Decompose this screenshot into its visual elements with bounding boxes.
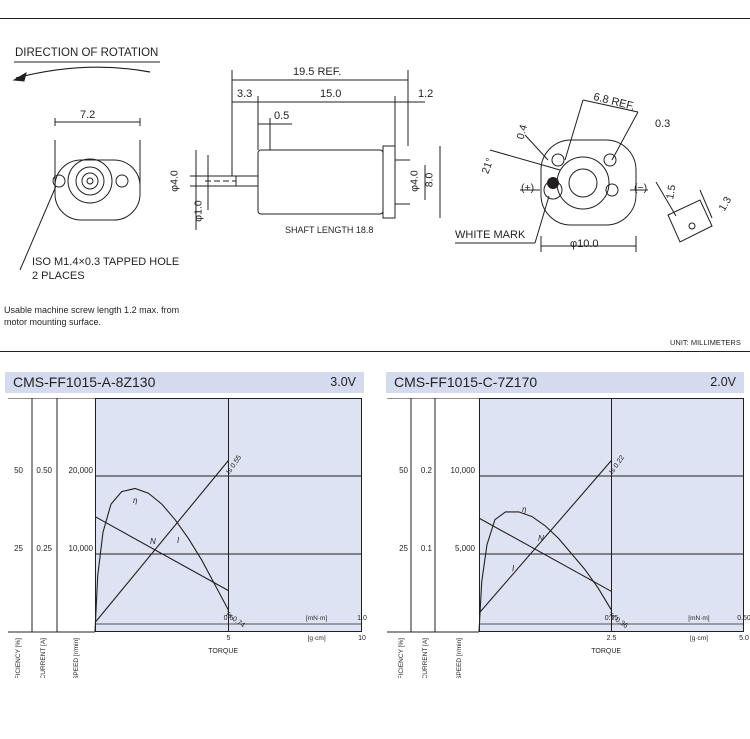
current-tick: 0.25 bbox=[36, 544, 52, 553]
minus-terminal-label: (−) bbox=[634, 182, 648, 194]
i-label: I bbox=[512, 564, 515, 573]
middle-rule bbox=[0, 351, 750, 352]
eta-label: η bbox=[522, 505, 527, 514]
chart1-svg: ηIN7550250.750.500.2530,00020,00010,000E… bbox=[8, 398, 367, 678]
axis-title: EFFICIENCY [%] bbox=[15, 638, 22, 678]
efficiency-tick: 25 bbox=[14, 544, 23, 553]
torque-gcm-unit: [g·cm] bbox=[690, 635, 708, 642]
torque-mnm-tick: 0.5 bbox=[224, 615, 234, 622]
chart2-header: CMS-FF1015-C-7Z170 2.0V bbox=[386, 372, 744, 393]
chart2-model: CMS-FF1015-C-7Z170 bbox=[394, 374, 538, 390]
speed-tick: 20,000 bbox=[69, 466, 94, 475]
chart1-header: CMS-FF1015-A-8Z130 3.0V bbox=[5, 372, 364, 393]
current-tick: 0.50 bbox=[36, 466, 52, 475]
dim-1-2: 1.2 bbox=[418, 88, 434, 100]
efficiency-tick: 25 bbox=[399, 544, 408, 553]
n-label: N bbox=[538, 534, 544, 543]
dim-0-3: 0.3 bbox=[655, 118, 671, 130]
chart1-voltage: 3.0V bbox=[330, 375, 356, 389]
speed-line bbox=[94, 516, 229, 592]
dim-15-0: 15.0 bbox=[320, 88, 342, 100]
torque-gcm-tick: 5.0 bbox=[739, 635, 749, 642]
efficiency-tick: 50 bbox=[14, 466, 23, 475]
torque-mnm-tick: 1.0 bbox=[357, 615, 367, 622]
speed-tick: 10,000 bbox=[451, 466, 476, 475]
torque-xlabel: TORQUE bbox=[591, 648, 621, 655]
axis-title: SPEED [r/min] bbox=[456, 638, 463, 678]
unit-label: UNIT: MILLIMETERS bbox=[670, 338, 741, 347]
efficiency-curve bbox=[478, 511, 612, 633]
axis-title: CURRENT [A] bbox=[422, 638, 429, 678]
torque-mnm-unit: [mN·m] bbox=[306, 615, 327, 622]
dim-phi-4-0-shaft: φ4.0 bbox=[168, 170, 181, 192]
current-tick: 0.1 bbox=[421, 544, 433, 553]
dim-phi-10: φ10.0 bbox=[570, 238, 599, 250]
shaft-length-label: SHAFT LENGTH 18.8 bbox=[285, 225, 374, 235]
dim-19-5: 19.5 REF. bbox=[293, 66, 342, 78]
torque-mnm-tick: 0.50 bbox=[737, 615, 750, 622]
dim-7-2: 7.2 bbox=[80, 109, 96, 121]
chart1-model: CMS-FF1015-A-8Z130 bbox=[13, 374, 156, 390]
torque-gcm-tick: 10 bbox=[358, 635, 366, 642]
dim-3-3: 3.3 bbox=[237, 88, 253, 100]
speed-tick: 10,000 bbox=[69, 544, 94, 553]
axis-title: SPEED [r/min] bbox=[73, 638, 80, 678]
note-line-2: motor mounting surface. bbox=[4, 317, 102, 327]
torque-gcm-tick: 2.5 bbox=[607, 635, 617, 642]
chart2-voltage: 2.0V bbox=[710, 375, 736, 389]
tapped-hole-label: ISO M1.4×0.3 TAPPED HOLE bbox=[32, 256, 180, 268]
top-rule bbox=[0, 18, 750, 19]
current-line bbox=[94, 460, 229, 623]
speed-tick: 5,000 bbox=[455, 544, 476, 553]
speed-line bbox=[478, 517, 612, 592]
dim-phi-4-0-boss: φ4.0 bbox=[408, 170, 421, 192]
axis-title: EFFICIENCY [%] bbox=[398, 638, 405, 678]
torque-gcm-unit: [g·cm] bbox=[308, 635, 326, 642]
current-line bbox=[478, 460, 612, 614]
torque-mnm-tick: 0.25 bbox=[605, 615, 619, 622]
places-label: 2 PLACES bbox=[32, 270, 85, 282]
dim-0-5: 0.5 bbox=[274, 110, 290, 122]
current-tick: 0.2 bbox=[421, 466, 433, 475]
torque-gcm-tick: 5 bbox=[227, 635, 231, 642]
direction-of-rotation-label: DIRECTION OF ROTATION bbox=[15, 47, 159, 59]
torque-mnm-unit: [mN·m] bbox=[688, 615, 709, 622]
efficiency-curve bbox=[94, 487, 229, 633]
dim-phi-1-0: φ1.0 bbox=[192, 200, 205, 222]
n-label: N bbox=[150, 537, 156, 546]
motor-dimension-drawing bbox=[12, 61, 713, 271]
i-label: I bbox=[177, 536, 180, 545]
axis-title: CURRENT [A] bbox=[40, 638, 47, 678]
white-mark-label: WHITE MARK bbox=[455, 229, 526, 241]
efficiency-tick: 50 bbox=[399, 466, 408, 475]
note-line-1: Usable machine screw length 1.2 max. fro… bbox=[4, 305, 180, 315]
dim-8-0: 8.0 bbox=[423, 172, 436, 188]
plus-terminal-label: (+) bbox=[521, 182, 535, 194]
torque-xlabel: TORQUE bbox=[208, 648, 238, 655]
eta-label: η bbox=[133, 496, 138, 505]
dim-1-5: 1.5 bbox=[664, 183, 679, 201]
chart2-svg: ηIN7550250.30.20.115,00010,0005,000EFFIC… bbox=[387, 398, 750, 678]
